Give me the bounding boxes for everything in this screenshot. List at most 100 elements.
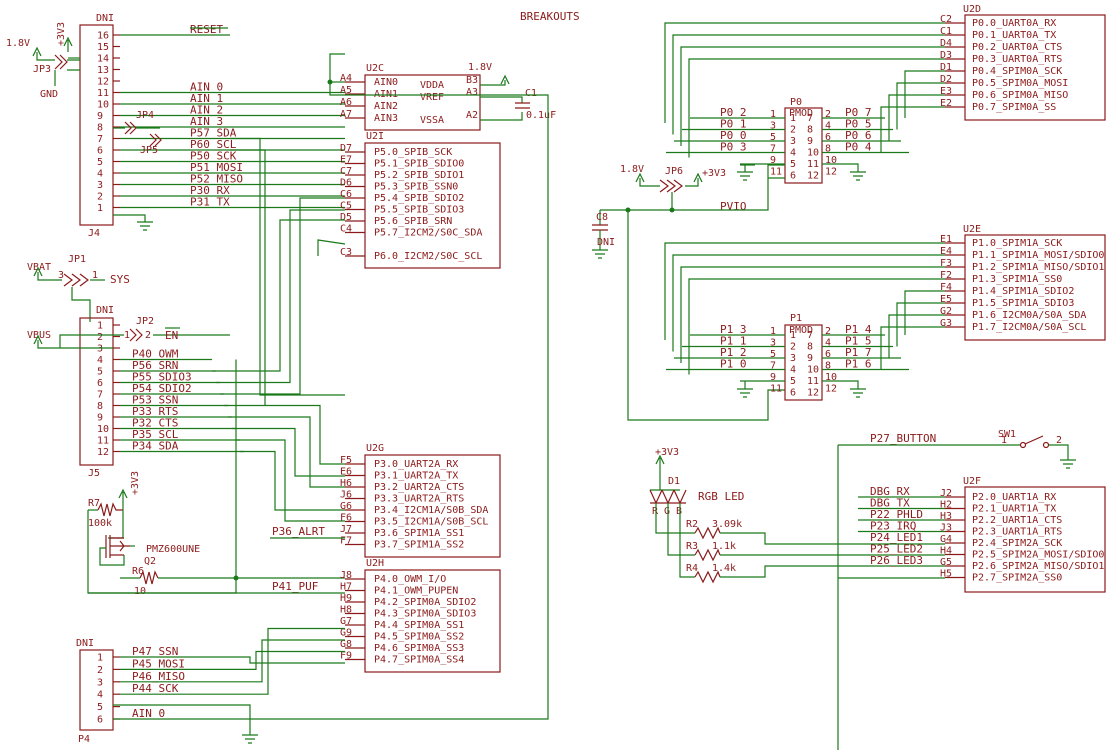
j4-net-label: P30_RX [190, 184, 230, 197]
c1-name: C1 [525, 88, 537, 99]
u2h-pin-label: P4.0_OWM_I/O [374, 574, 446, 585]
c8-dni: DNI [597, 237, 615, 248]
u2d-pin-label: P0.7_SPIM0A_SS [972, 102, 1056, 113]
u2f-ball: G5 [940, 557, 952, 568]
jp6-name: JP6 [665, 166, 683, 177]
u2h-ball: H7 [340, 582, 352, 593]
u2h-pin-label: P4.6_SPIM0A_SS3 [374, 643, 464, 654]
pvio-net: PVIO [720, 200, 747, 213]
j4-pin-number: 13 [97, 65, 109, 76]
u2e-pin-label: P1.1_SPIM1A_MOSI/SDIO0 [972, 250, 1104, 261]
j5-name: J5 [88, 468, 100, 479]
u2c-pin-label: AIN2 [374, 101, 398, 112]
jp1-pin3: 3 [58, 270, 64, 281]
u2f-ball: G4 [940, 534, 952, 545]
u2d-pin-label: P0.5_SPIM0A_MOSI [972, 78, 1068, 89]
u2d-pin-label: P0.6_SPIM0A_MISO [972, 90, 1068, 101]
j4-pin-number: 3 [97, 180, 103, 191]
u2h-ball: G9 [340, 628, 352, 639]
u2g-ball: F5 [340, 455, 352, 466]
v18-label-jp6: 1.8V [620, 164, 644, 175]
p1-right-net: P1_7 [845, 346, 872, 359]
jp1-pin1: 1 [92, 270, 98, 281]
p1-outer-right: 2 [825, 326, 831, 337]
p4-net-label: P47_SSN [132, 645, 178, 658]
u2d-pin-label: P0.2_UART0A_CTS [972, 42, 1062, 53]
p0-inner-left: 3 [790, 136, 796, 147]
u2c-pin-label-right: VDDA [420, 80, 444, 91]
p41-puf-net: P41_PUF [272, 580, 318, 593]
j4-name: J4 [88, 228, 100, 239]
chip-u2i: U2I P5.0_SPIB_SCKD7P5.1_SPIB_SDIO0E7P5.2… [340, 131, 501, 269]
u2h-ball: H8 [340, 605, 352, 616]
p1-outer-left: 3 [770, 338, 776, 349]
p0-inner-right: 10 [807, 148, 819, 159]
p1-right-net: P1_5 [845, 335, 872, 348]
u2c-ball: A6 [340, 97, 352, 108]
u2c-name: U2C [366, 63, 384, 74]
u2c-pin-label: AIN3 [374, 113, 398, 124]
p1-outer-right: 6 [825, 349, 831, 360]
u2f-pin-label: P2.7_SPIM2A_SS0 [972, 573, 1062, 584]
j5-pin-number: 11 [97, 436, 109, 447]
j5-pin-number: 3 [97, 344, 103, 355]
u2h-pin-label: P4.4_SPIM0A_SS1 [374, 620, 464, 631]
u2f-pin-label: P2.1_UART1A_TX [972, 504, 1056, 515]
u2c-pin-label-right: VREF [420, 92, 444, 103]
j5-net-label: P40_OWM [132, 348, 179, 361]
p4-name: P4 [78, 734, 90, 745]
p4-net-label: AIN_0 [132, 707, 165, 720]
resistor-name: R2 [686, 519, 698, 530]
p0-left-net: P0_1 [720, 118, 747, 131]
en-net-label: EN [165, 329, 178, 342]
u2e-ball: F3 [940, 258, 952, 269]
p1-right-net: P1_6 [845, 358, 872, 371]
u2f-net-label: DBG_TX [870, 497, 910, 510]
p1-inner-right: 7 [807, 330, 813, 341]
j4-pin-number: 15 [97, 42, 109, 53]
u2f-pin-label: P2.2_UART1A_CTS [972, 515, 1062, 526]
u2e-ball: E5 [940, 294, 952, 305]
p0-inner-right: 12 [807, 171, 819, 182]
p1-left-net: P1_3 [720, 323, 747, 336]
u2c-ball-right: A2 [466, 110, 478, 121]
p1-outer-right: 4 [825, 338, 831, 349]
p0-inner-left: 4 [790, 148, 796, 159]
p0-right-net: P0_4 [845, 141, 872, 154]
u2c-pin-label: AIN0 [374, 77, 398, 88]
j4-pin-number: 8 [97, 123, 103, 134]
u2f-net-label: P22_PHLD [870, 508, 923, 521]
u2i-ball: E7 [340, 155, 352, 166]
u2c-ball: A7 [340, 109, 352, 120]
j5-net-label: P55_SDIO3 [132, 371, 192, 384]
j5-pin-number: 9 [97, 413, 103, 424]
u2i-ball: C5 [340, 201, 352, 212]
p4-pin-number: 5 [97, 702, 103, 713]
p1-inner-left: 4 [790, 365, 796, 376]
chip-u2h: U2H P4.0_OWM_I/OJ8P4.1_OWM_PUPENH7P4.2_S… [340, 558, 501, 673]
u2d-ball: D3 [940, 50, 952, 61]
p0-outer-left: 3 [770, 121, 776, 132]
v33-label-q2: +3V3 [130, 471, 141, 495]
u2e-ball: F2 [940, 270, 952, 281]
j4-pin-number: 16 [97, 31, 109, 42]
led-b: B [676, 506, 682, 517]
u2f-net-label: P25_LED2 [870, 543, 923, 556]
v33-label-jp6: +3V3 [702, 168, 726, 179]
u2f-pin-label: P2.5_SPIM2A_MOSI/SDIO0 [972, 550, 1104, 561]
u2i-pin-label: P5.5_SPIB_SDIO3 [374, 205, 464, 216]
j4-net-label: AIN_0 [190, 81, 223, 94]
p1-outer-right: 8 [825, 361, 831, 372]
p0-left-net: P0_3 [720, 141, 747, 154]
u2f-pin-label: P2.4_SPIM2A_SCK [972, 538, 1062, 549]
u2d-ball: D2 [940, 74, 952, 85]
sw1-pin2: 2 [1056, 435, 1062, 446]
u2e-ball: F4 [940, 282, 952, 293]
p0-inner-right: 9 [807, 136, 813, 147]
u2h-pin-label: P4.2_SPIM0A_SDIO2 [374, 597, 476, 608]
u2d-ball: E3 [940, 86, 952, 97]
j4-pin-number: 14 [97, 54, 109, 65]
j4-net-label: P50_SCK [190, 150, 237, 163]
